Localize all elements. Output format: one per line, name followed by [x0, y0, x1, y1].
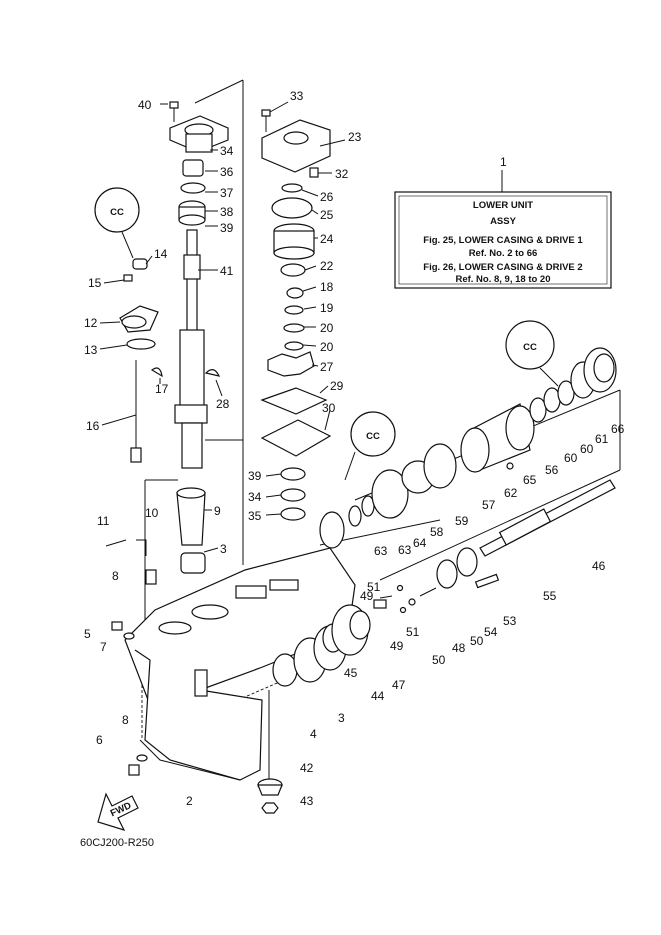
small-left-parts — [105, 539, 157, 776]
callout-51a: 51 — [367, 580, 381, 594]
callout-30: 30 — [322, 401, 336, 415]
callout-13: 12 — [84, 316, 98, 330]
callout-2: 2 — [186, 794, 193, 808]
callout-56: 57 — [482, 498, 496, 512]
reverse-gear-group — [319, 347, 617, 549]
callout-8b: 8 — [122, 713, 129, 727]
callout-26: 26 — [320, 190, 334, 204]
cc-badge-upper: CC — [505, 320, 559, 387]
callout-49a: 49 — [360, 589, 374, 603]
callout-29: 29 — [330, 379, 344, 393]
callout-59: 60 — [564, 451, 578, 465]
callout-1: 1 — [500, 155, 507, 169]
callout-50b: 50 — [470, 634, 484, 648]
callout-52: 53 — [503, 614, 517, 628]
callout-63a: 63 — [398, 543, 412, 557]
fwd-arrow: FWD — [97, 792, 139, 831]
cc-label-left: CC — [110, 207, 124, 218]
callout-32: 33 — [290, 89, 304, 103]
callout-62: 63 — [374, 544, 388, 558]
callout-36: 37 — [220, 186, 234, 200]
info-line-1: LOWER UNIT — [473, 200, 533, 211]
callout-48: 48 — [452, 641, 466, 655]
callout-31: 32 — [335, 167, 349, 181]
callout-19: 18 — [320, 280, 334, 294]
pinion-parts — [257, 778, 283, 814]
callout-3: 3 — [220, 542, 227, 556]
callout-4: 3 — [338, 711, 345, 725]
water-pump-assembly — [260, 109, 332, 521]
callout-34a: 34 — [248, 490, 262, 504]
callout-11: 10 — [145, 506, 159, 520]
callout-57: 58 — [430, 525, 444, 539]
drawing-code: 60CJ200-R250 — [80, 837, 154, 849]
callout-65: 66 — [611, 422, 625, 436]
callout-8a: 7 — [100, 640, 107, 654]
drive-shaft-assembly — [169, 101, 229, 574]
callout-45: 45 — [344, 666, 358, 680]
info-box: 1 LOWER UNIT ASSY Fig. 25, LOWER CASING … — [394, 155, 612, 289]
callout-9: 9 — [214, 504, 221, 518]
callout-53: 54 — [484, 625, 498, 639]
callout-38: 39 — [220, 221, 234, 235]
callout-5: 4 — [310, 727, 317, 741]
cc-label-mid: CC — [366, 431, 380, 442]
callout-63b: 64 — [413, 536, 427, 550]
cc-badge-mid: CC — [344, 411, 396, 481]
callout-14: 13 — [84, 343, 98, 357]
info-line-4: Ref. No. 2 to 66 — [469, 248, 538, 259]
callout-20b: 20 — [320, 340, 334, 354]
callout-6: 5 — [84, 627, 91, 641]
callout-58: 59 — [455, 514, 469, 528]
callout-60a: 60 — [580, 442, 594, 456]
callout-20a: 19 — [320, 301, 334, 315]
callout-44: 44 — [371, 689, 385, 703]
callout-18: 17 — [155, 382, 169, 396]
callout-43: 43 — [300, 794, 314, 808]
callout-64: 65 — [523, 473, 537, 487]
callout-27: 27 — [320, 360, 334, 374]
callout-37: 38 — [220, 205, 234, 219]
callout-49b: 49 — [390, 639, 404, 653]
callout-21: 20 — [320, 321, 334, 335]
callout-28: 28 — [216, 397, 230, 411]
callout-leaders — [99, 101, 346, 553]
callout-23: 23 — [348, 130, 362, 144]
callout-46: 46 — [592, 559, 606, 573]
cc-label-upper: CC — [523, 342, 537, 353]
callout-24: 24 — [320, 232, 334, 246]
callout-7: 6 — [96, 733, 103, 747]
callout-47: 47 — [392, 678, 406, 692]
callout-15: 14 — [154, 247, 168, 261]
callout-61: 62 — [504, 486, 518, 500]
info-line-5: Fig. 26, LOWER CASING & DRIVE 2 — [423, 262, 582, 273]
callout-12: 11 — [97, 514, 110, 528]
callout-41: 41 — [220, 264, 234, 278]
callout-16: 15 — [88, 276, 102, 290]
callout-numbers: 40 34 36 37 38 39 41 28 9 3 33 23 32 26 … — [84, 89, 625, 808]
callout-17: 16 — [86, 419, 100, 433]
callout-35: 36 — [220, 165, 234, 179]
callout-55: 56 — [545, 463, 559, 477]
callout-42: 42 — [300, 761, 314, 775]
callout-40: 40 — [138, 98, 152, 112]
callout-51b: 51 — [406, 625, 420, 639]
callout-22: 22 — [320, 259, 334, 273]
propeller-shaft-group — [379, 479, 616, 614]
callout-60b: 61 — [595, 432, 609, 446]
callout-50a: 50 — [432, 653, 446, 667]
forward-gear-group — [272, 599, 387, 687]
info-line-3: Fig. 25, LOWER CASING & DRIVE 1 — [423, 235, 583, 246]
info-line-2: ASSY — [490, 216, 517, 227]
shift-assembly — [94, 187, 163, 463]
callout-54: 55 — [543, 589, 557, 603]
callout-34b: 35 — [248, 509, 262, 523]
info-line-6: Ref. No. 8, 9, 18 to 20 — [455, 274, 550, 285]
callout-33: 34 — [220, 144, 234, 158]
callout-10: 8 — [112, 569, 119, 583]
callout-25: 25 — [320, 208, 334, 222]
callout-39: 39 — [248, 469, 262, 483]
